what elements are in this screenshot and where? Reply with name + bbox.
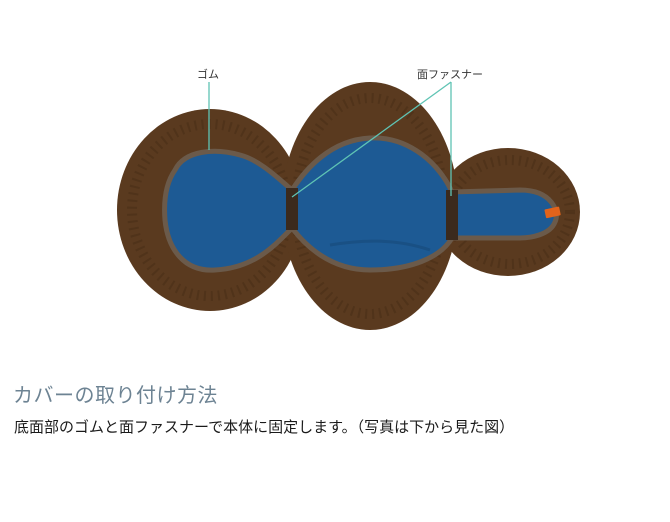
callout-label-elastic: ゴム xyxy=(197,68,219,81)
callout-label-hook-and-loop: 面ファスナー xyxy=(417,68,483,81)
section-description: 底面部のゴムと面ファスナーで本体に固定します。（写真は下から見た図） xyxy=(14,418,515,436)
orange-tag xyxy=(544,206,561,219)
cover-bottom-view-figure: ゴム 面ファスナー xyxy=(117,68,580,330)
callout-leader-lines xyxy=(208,81,452,198)
fastener-strap-left xyxy=(286,188,298,230)
section-title: カバーの取り付け方法 xyxy=(13,383,218,407)
cushion-cover-illustration xyxy=(117,81,580,330)
fastener-strap-right xyxy=(446,190,458,240)
